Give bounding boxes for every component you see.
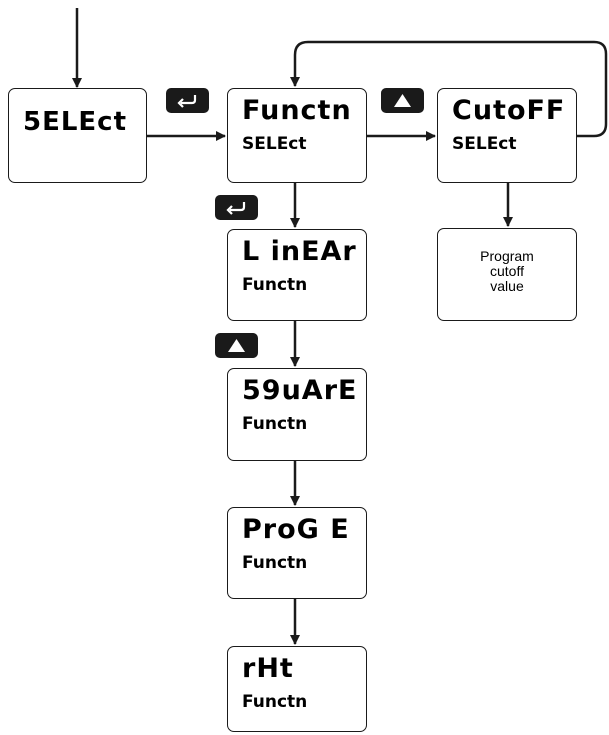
rht-sub-display: Functn: [242, 692, 308, 712]
proge-display: ProG E: [242, 514, 350, 545]
linear-display: L inEAr: [242, 236, 357, 267]
rht-box: rHt Functn: [227, 646, 367, 732]
up-arrow-key-icon: [215, 333, 258, 358]
linear-box: L inEAr Functn: [227, 229, 367, 321]
program-cutoff-box: Program cutoff value: [437, 228, 577, 321]
enter-key-icon: [166, 88, 209, 113]
cutoff-select-box: CutoFF SELEct: [437, 88, 577, 183]
proge-sub-display: Functn: [242, 553, 308, 573]
functn-display: Functn: [242, 95, 352, 126]
select-display: 5ELEct: [23, 107, 128, 137]
functn-select-box: Functn SELEct: [227, 88, 367, 183]
program-cutoff-text: Program cutoff value: [480, 248, 534, 294]
select-box: 5ELEct: [8, 88, 147, 183]
square-sub-display: Functn: [242, 414, 308, 434]
proge-box: ProG E Functn: [227, 507, 367, 599]
square-display: 59uArE: [242, 375, 358, 406]
functn-sub-display: SELEct: [242, 134, 307, 154]
up-arrow-key-icon: [381, 88, 424, 113]
cutoff-display: CutoFF: [452, 95, 566, 126]
arrow-cutoff-loop-back: [290, 40, 608, 138]
cutoff-sub-display: SELEct: [452, 134, 517, 154]
square-box: 59uArE Functn: [227, 368, 367, 461]
linear-sub-display: Functn: [242, 275, 308, 295]
rht-display: rHt: [242, 653, 294, 684]
enter-key-icon: [215, 195, 258, 220]
